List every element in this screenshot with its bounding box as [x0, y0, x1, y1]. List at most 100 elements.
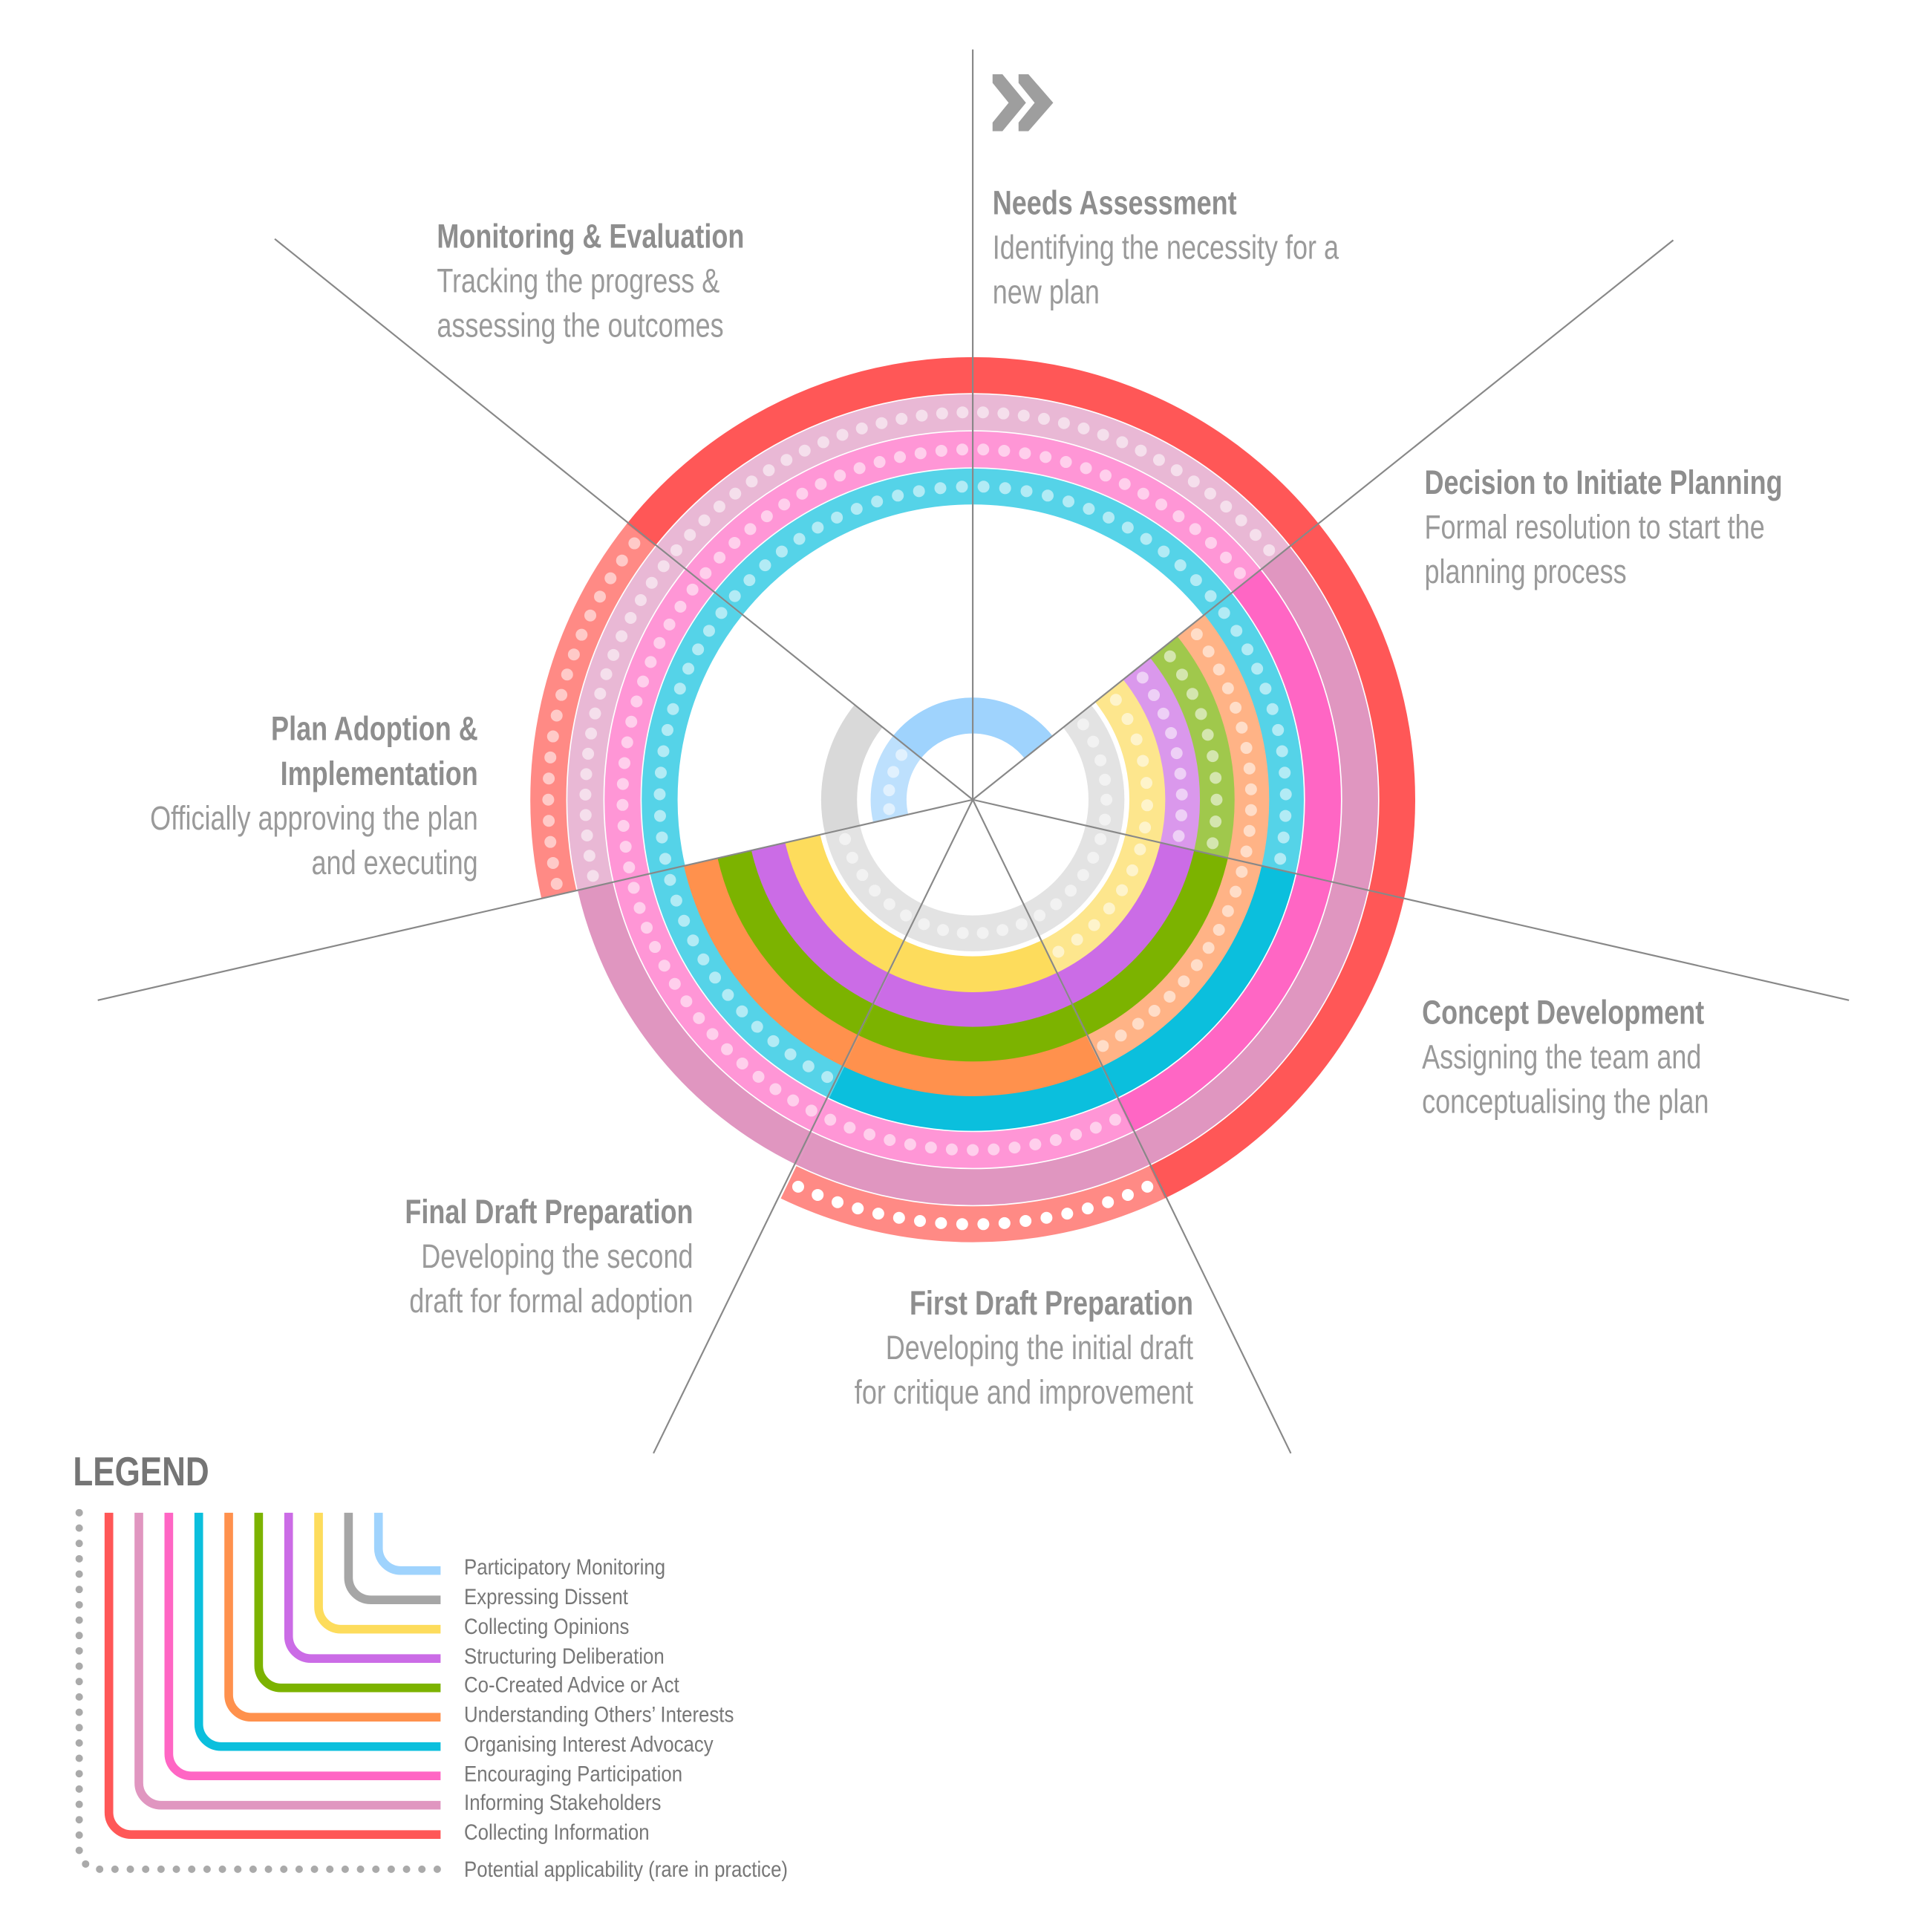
potential-dot	[1220, 551, 1233, 564]
potential-dot	[624, 611, 637, 624]
potential-dot	[1244, 804, 1257, 816]
legend-potential-label: Potential applicability (rare in practic…	[464, 1857, 789, 1882]
potential-dot	[1042, 489, 1054, 502]
potential-dot	[1140, 777, 1153, 789]
potential-dot	[698, 514, 711, 527]
potential-dot	[1019, 447, 1031, 460]
potential-dot	[567, 648, 580, 661]
potential-dot	[550, 709, 563, 722]
potential-dot	[869, 885, 881, 897]
potential-dot	[1236, 865, 1248, 878]
potential-dot	[1089, 1121, 1102, 1134]
stage-desc-line: Identifying the necessity for a	[992, 229, 1339, 267]
potential-dot	[697, 953, 710, 965]
legend-line-expressing-dissent	[344, 1512, 441, 1605]
potential-dot	[900, 909, 913, 922]
potential-dot	[1277, 831, 1290, 844]
potential-dot	[1236, 721, 1248, 734]
potential-dot	[1210, 793, 1223, 806]
potential-dot	[1140, 533, 1152, 545]
stage-desc-line: planning process	[1424, 553, 1627, 591]
stage-desc-line: Developing the second	[421, 1237, 694, 1275]
potential-dot	[798, 444, 811, 457]
divider-line	[972, 239, 1674, 801]
stage-title: First Draft Preparation	[909, 1285, 1193, 1323]
potential-dot	[721, 1043, 734, 1055]
potential-dot	[1100, 793, 1113, 806]
ring-informing-stakeholders-stage-4-solid	[797, 1133, 1149, 1205]
divider-line	[972, 799, 1292, 1454]
potential-dot	[1186, 688, 1198, 700]
potential-dot	[1251, 662, 1264, 675]
potential-dot	[1148, 1005, 1161, 1017]
legend-line-collecting-opinions	[314, 1512, 441, 1634]
ring-structuring-deliberation-stage-5-solid	[751, 841, 890, 1005]
legend-title: LEGEND	[73, 1448, 209, 1494]
potential-dot	[1195, 708, 1207, 720]
legend-label: Collecting Information	[464, 1820, 650, 1845]
potential-dot	[1115, 1029, 1127, 1042]
potential-dot	[686, 583, 699, 596]
potential-dot	[692, 643, 705, 656]
potential-dot	[1210, 815, 1222, 828]
potential-dot	[871, 495, 884, 508]
potential-dot	[1029, 1138, 1042, 1150]
potential-dot	[763, 464, 775, 477]
potential-dot	[916, 409, 928, 422]
potential-dot	[846, 851, 858, 864]
stage-decision-to-initiate: Decision to Initiate Planning Formal res…	[1424, 460, 1782, 594]
potential-dot	[706, 1028, 719, 1040]
potential-dot	[668, 977, 681, 990]
legend-label: Collecting Opinions	[464, 1614, 630, 1639]
potential-dot	[883, 803, 895, 815]
stage-desc-line: for critique and improvement	[854, 1374, 1193, 1412]
potential-dot	[680, 995, 693, 1008]
ring-collecting-information-stage-1-solid	[973, 356, 1319, 547]
potential-dot	[674, 600, 687, 613]
potential-dot	[1103, 511, 1115, 524]
potential-dot	[1157, 707, 1169, 720]
potential-dot	[1276, 745, 1288, 758]
potential-dot	[1189, 523, 1201, 535]
potential-dot	[587, 870, 599, 882]
potential-dot	[956, 927, 969, 939]
potential-dot	[1259, 683, 1272, 695]
legend-line-co-created-advice-or-act	[254, 1512, 441, 1693]
potential-dot	[1060, 456, 1072, 469]
potential-dot	[793, 533, 806, 545]
potential-dot	[1178, 975, 1190, 988]
potential-dot	[1019, 1215, 1032, 1228]
potential-dot	[579, 788, 592, 801]
potential-dot	[831, 511, 843, 524]
potential-dot	[956, 443, 968, 456]
legend-label: Informing Stakeholders	[464, 1790, 662, 1815]
potential-dot	[637, 675, 650, 688]
potential-dot	[935, 444, 947, 457]
potential-dot	[661, 723, 673, 736]
potential-dot	[699, 567, 712, 579]
potential-dot	[805, 1104, 817, 1117]
potential-dot	[585, 727, 598, 740]
potential-dot	[1020, 485, 1033, 498]
potential-dot	[1213, 663, 1225, 676]
potential-dot	[702, 625, 715, 637]
potential-dot	[1099, 469, 1112, 482]
potential-dot	[1132, 1017, 1144, 1030]
potential-dot	[616, 554, 628, 567]
potential-dot	[977, 1218, 990, 1231]
potential-dot	[1097, 1040, 1109, 1052]
potential-dot	[873, 456, 886, 469]
potential-dot	[670, 894, 682, 907]
ring-structuring-deliberation-stage-3-solid	[1055, 841, 1195, 1005]
potential-dot	[713, 501, 725, 513]
potential-dot	[998, 1217, 1011, 1229]
potential-dot	[824, 1113, 837, 1126]
potential-dot	[1172, 510, 1185, 523]
potential-dot	[1240, 845, 1253, 858]
potential-dot	[1077, 718, 1089, 731]
potential-dot	[956, 1218, 968, 1231]
potential-dot	[1230, 885, 1242, 898]
potential-dot	[1040, 1211, 1053, 1224]
potential-dot	[1172, 830, 1185, 842]
